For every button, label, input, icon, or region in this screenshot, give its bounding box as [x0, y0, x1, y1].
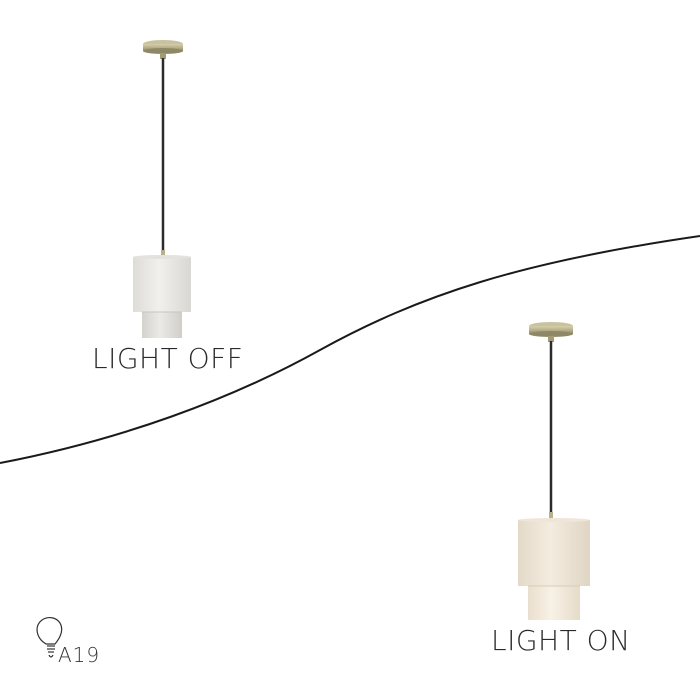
lightbulb-icon [36, 617, 63, 658]
bulb-type-label: A19 [58, 643, 101, 667]
pendant-light-on [518, 322, 590, 620]
divider-curve [0, 235, 700, 464]
pendant-light-off [133, 40, 191, 338]
light-off-label: LIGHT OFF [92, 342, 244, 375]
light-on-label: LIGHT ON [491, 624, 631, 657]
bulb-type-badge: A19 [34, 618, 124, 668]
